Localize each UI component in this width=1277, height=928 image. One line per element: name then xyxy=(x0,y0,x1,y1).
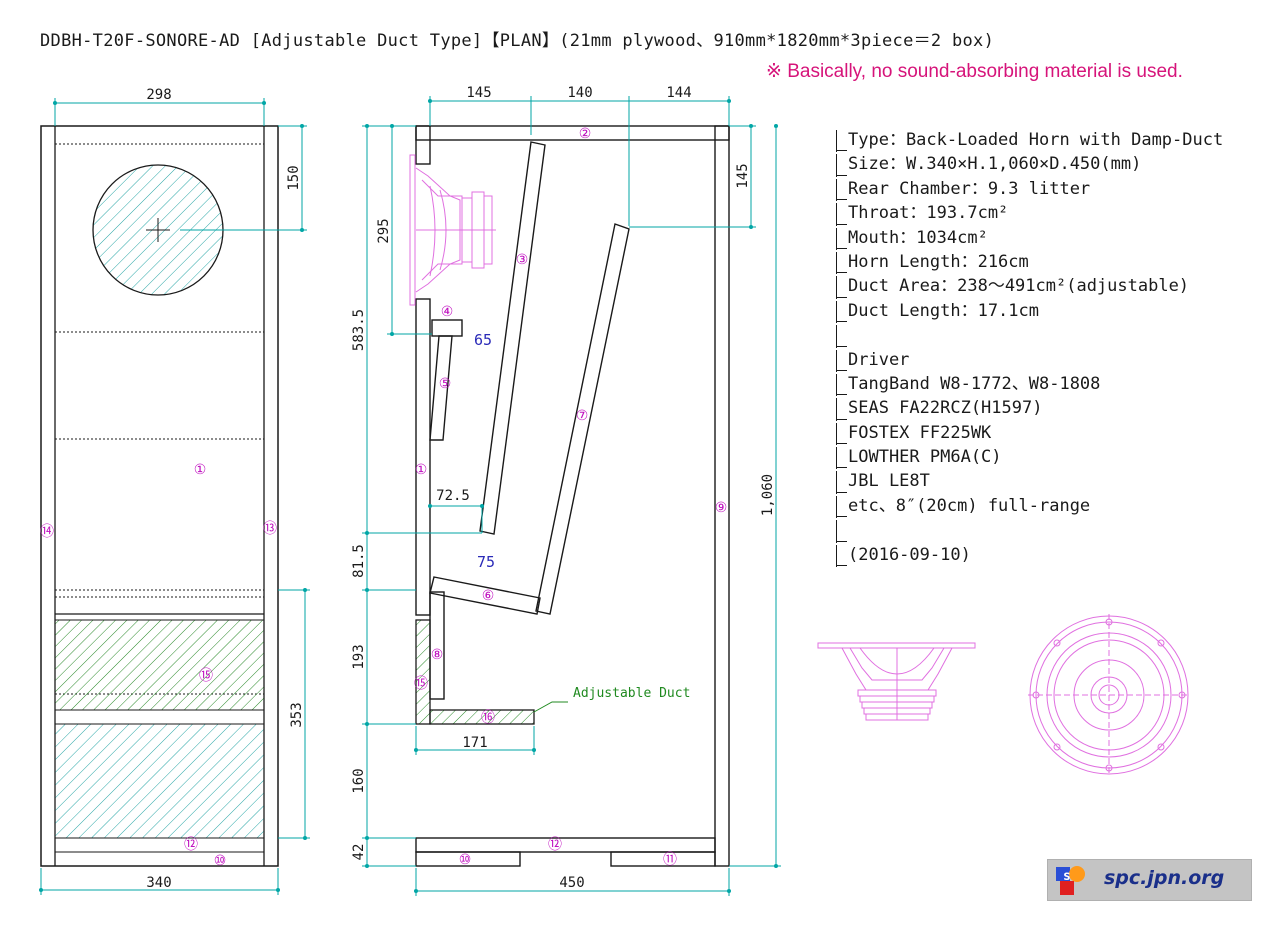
dim-145-top: 145 xyxy=(466,85,491,101)
side-board-15 xyxy=(415,619,431,725)
front-board-15 xyxy=(54,619,265,711)
dim-81-5: 81.5 xyxy=(351,544,367,578)
spec-date: (2016-09-10) xyxy=(836,543,1266,568)
side-part-11: ⑪ xyxy=(663,852,677,868)
driver-side-illustration xyxy=(817,642,976,721)
dim-72-5: 72.5 xyxy=(436,488,470,504)
spec-list: Type：Back-Loaded Horn with Damp-Duct Siz… xyxy=(836,128,1266,568)
front-part-14: ⑭ xyxy=(40,524,54,540)
duct-leader xyxy=(533,701,568,713)
spec-blank-2 xyxy=(836,518,1266,544)
front-board-lower xyxy=(54,723,265,839)
dim-353: 353 xyxy=(289,702,305,727)
side-part-8: ⑧ xyxy=(431,647,444,663)
dim-298: 298 xyxy=(146,87,171,103)
spec-driver-jbl: JBL LE8T xyxy=(836,469,1266,495)
spec-blank xyxy=(836,323,1266,348)
dim-171: 171 xyxy=(462,735,487,751)
side-part-12: ⑫ xyxy=(548,837,562,853)
site-logo[interactable]: s spc.jpn.org xyxy=(1047,859,1252,901)
side-part-5: ⑤ xyxy=(439,376,452,392)
side-part-10: ⑩ xyxy=(459,852,472,868)
side-part-4: ④ xyxy=(441,304,454,320)
side-part-15: ⑮ xyxy=(414,676,428,692)
spec-duct-length: Duct Length：17.1cm xyxy=(836,299,1266,324)
dim-450: 450 xyxy=(559,875,584,891)
dim-193: 193 xyxy=(351,644,367,669)
side-board-16 xyxy=(429,709,535,725)
drawing-title: DDBH-T20F-SONORE-AD [Adjustable Duct Typ… xyxy=(40,31,995,51)
driver-side-profile xyxy=(409,154,496,306)
dim-150: 150 xyxy=(286,165,302,190)
front-part-15: ⑮ xyxy=(199,668,213,684)
spec-driver-fostex: FOSTEX FF225WK xyxy=(836,421,1266,446)
logo-mark-icon: s xyxy=(1056,866,1085,895)
dim-42: 42 xyxy=(351,844,367,861)
side-part-1: ① xyxy=(415,462,428,478)
side-part-16: ⑯ xyxy=(481,710,495,726)
adjustable-duct-label: Adjustable Duct xyxy=(573,686,690,701)
spec-driver-heading: Driver xyxy=(836,348,1266,373)
dim-295: 295 xyxy=(376,218,392,243)
front-view xyxy=(40,125,279,867)
spec-duct-area: Duct Area：238～491cm²(adjustable) xyxy=(836,274,1266,300)
spec-size: Size：W.340×H.1,060×D.450(mm) xyxy=(836,152,1266,178)
side-part-6: ⑥ xyxy=(482,588,495,604)
spec-driver-tangband: TangBand W8-1772、W8-1808 xyxy=(836,372,1266,397)
spec-driver-lowther: LOWTHER PM6A(C) xyxy=(836,445,1266,470)
spec-driver-seas: SEAS FA22RCZ(H1597) xyxy=(836,396,1266,422)
front-part-12: ⑫ xyxy=(184,837,198,853)
dim-340: 340 xyxy=(146,875,171,891)
front-part-1: ① xyxy=(194,462,207,478)
spec-mouth: Mouth：1034cm² xyxy=(836,226,1266,251)
side-view xyxy=(415,125,730,867)
front-outer-box xyxy=(40,125,279,867)
dim-140-top: 140 xyxy=(567,85,592,101)
side-part-9: ⑨ xyxy=(715,500,728,516)
spec-throat: Throat：193.7cm² xyxy=(836,201,1266,226)
svg-text:s: s xyxy=(1063,869,1071,884)
dim-160: 160 xyxy=(351,768,367,793)
side-part-3: ③ xyxy=(516,252,529,268)
side-part-2: ② xyxy=(579,126,592,142)
dim-583-5: 583.5 xyxy=(351,309,367,351)
front-dimensions xyxy=(39,98,310,895)
spec-type: Type：Back-Loaded Horn with Damp-Duct xyxy=(836,128,1266,153)
spec-driver-etc: etc、8″(20cm) full-range xyxy=(836,494,1266,519)
front-part-10: ⑩ xyxy=(214,853,227,869)
front-part-13: ⑬ xyxy=(263,521,277,537)
dim-65: 65 xyxy=(474,331,492,349)
side-part-7: ⑦ xyxy=(576,408,589,424)
side-dimensions xyxy=(362,96,781,896)
spec-rear-chamber: Rear Chamber：9.3 litter xyxy=(836,177,1266,202)
dim-144-top: 144 xyxy=(666,85,691,101)
notice-text: ※ Basically, no sound-absorbing material… xyxy=(766,61,1183,82)
spec-horn-length: Horn Length：216cm xyxy=(836,250,1266,275)
logo-text: spc.jpn.org xyxy=(1104,867,1225,889)
dim-145-right: 145 xyxy=(735,163,751,188)
dim-75: 75 xyxy=(477,553,495,571)
dim-1060: 1,060 xyxy=(760,474,776,516)
driver-front-illustration xyxy=(1028,614,1190,776)
